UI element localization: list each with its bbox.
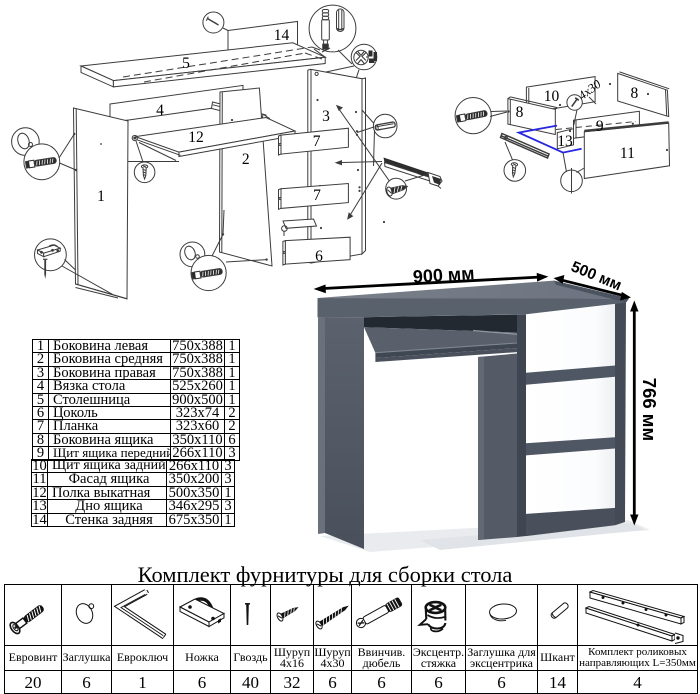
svg-text:9: 9 [596, 118, 604, 135]
svg-text:10: 10 [544, 88, 560, 105]
svg-text:14: 14 [274, 27, 290, 44]
svg-text:2: 2 [242, 151, 250, 168]
svg-text:6: 6 [315, 248, 323, 265]
svg-text:11: 11 [620, 145, 635, 162]
svg-text:900 мм: 900 мм [412, 263, 475, 287]
svg-text:12: 12 [188, 129, 204, 146]
svg-text:3: 3 [322, 108, 330, 125]
svg-text:766 мм: 766 мм [639, 378, 660, 441]
svg-text:7: 7 [313, 133, 321, 150]
svg-text:4: 4 [156, 102, 164, 119]
svg-text:7: 7 [313, 187, 321, 204]
svg-text:5: 5 [182, 55, 190, 72]
svg-text:13: 13 [557, 133, 573, 150]
svg-text:1: 1 [97, 188, 105, 205]
svg-text:8: 8 [631, 85, 639, 102]
svg-text:8: 8 [516, 104, 524, 121]
